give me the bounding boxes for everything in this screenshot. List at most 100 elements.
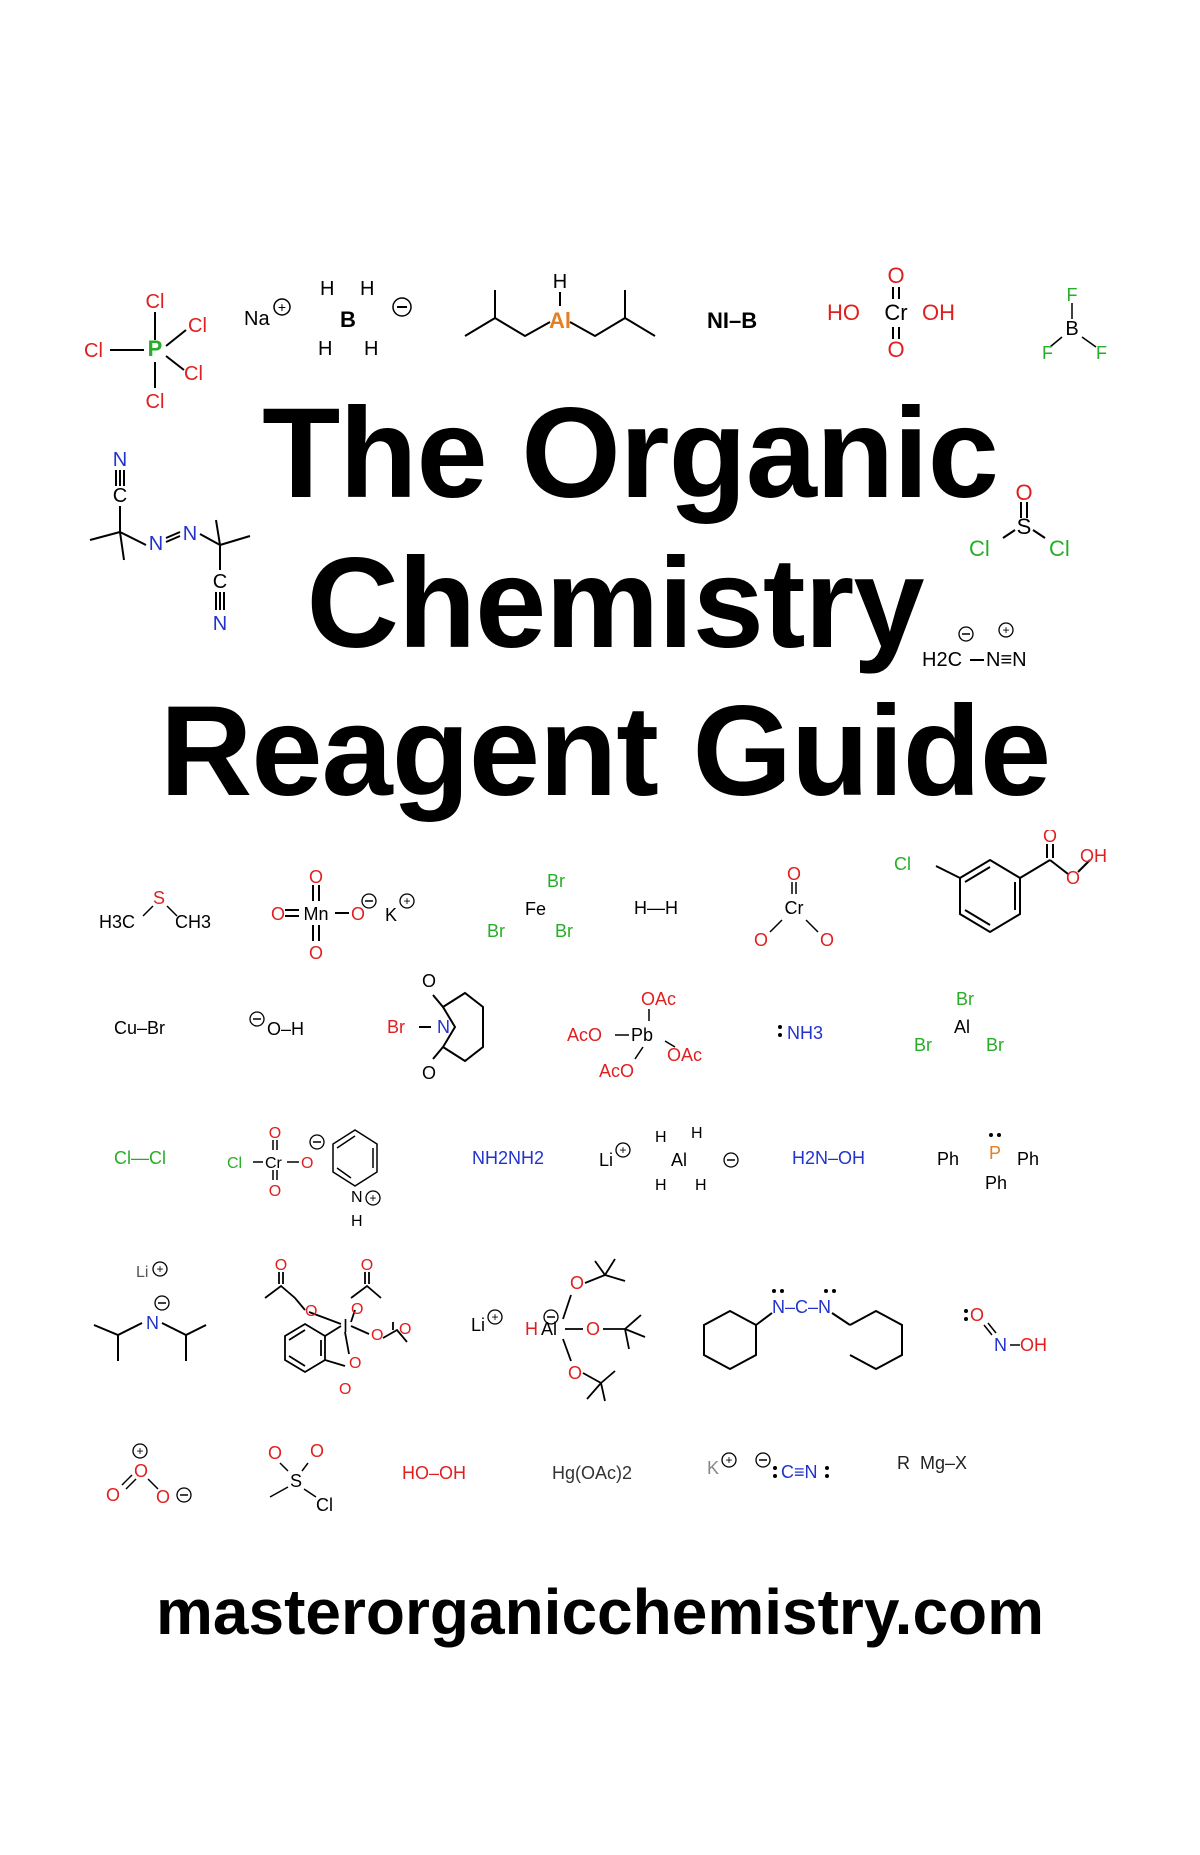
svg-text:Cl: Cl [84, 340, 103, 362]
diazomethane-structure: + H2C N≡N [922, 622, 1027, 671]
svg-text:S: S [153, 888, 165, 908]
svg-text:N–C–N: N–C–N [772, 1297, 831, 1317]
svg-text:CH3: CH3 [175, 912, 211, 932]
svg-text:Fe: Fe [525, 899, 546, 919]
phosphorus-atom: P [148, 336, 163, 361]
aibn-structure: N C N N C N [89, 449, 251, 635]
svg-text:Br: Br [956, 989, 974, 1009]
svg-text:O: O [586, 1319, 600, 1339]
grignard-structure: R Mg–X [897, 1453, 967, 1473]
svg-text:P: P [989, 1143, 1001, 1163]
svg-text:H: H [655, 1177, 667, 1194]
svg-text:H: H [553, 271, 567, 293]
svg-text:Br: Br [487, 921, 505, 941]
svg-text:S: S [290, 1471, 302, 1491]
svg-text:Ph: Ph [1017, 1149, 1039, 1169]
hydroxide-structure: O–H [249, 1011, 304, 1039]
svg-text:O: O [269, 1183, 281, 1200]
svg-text:+: + [136, 1444, 143, 1458]
svg-text:Al: Al [671, 1150, 687, 1170]
h2o2-structure: HO–OH [402, 1463, 466, 1483]
nh3-structure: NH3 [778, 1023, 823, 1043]
svg-text:Al: Al [541, 1319, 557, 1339]
svg-text:Li: Li [136, 1264, 148, 1281]
svg-text:Cl: Cl [188, 315, 207, 337]
svg-text:H: H [351, 1213, 363, 1230]
dibal-structure: H Al [464, 271, 656, 338]
svg-text:Cl: Cl [146, 291, 165, 313]
svg-text:H: H [695, 1177, 707, 1194]
svg-text:O: O [156, 1487, 170, 1507]
svg-text:O: O [305, 1303, 317, 1320]
svg-text:Cl: Cl [184, 363, 203, 385]
svg-text:H: H [525, 1319, 538, 1339]
svg-text:H: H [360, 278, 374, 300]
svg-text:O: O [106, 1485, 120, 1505]
svg-text:Na: Na [244, 308, 270, 330]
svg-text:O: O [371, 1327, 383, 1344]
svg-text:N≡N: N≡N [986, 649, 1027, 671]
svg-text:Li: Li [471, 1315, 485, 1335]
kcn-structure: K + C≡N [707, 1452, 829, 1482]
svg-text:Br: Br [387, 1017, 405, 1037]
nbs-structure: O Br N O [387, 971, 484, 1083]
svg-text:Cr: Cr [884, 300, 907, 325]
svg-text:+: + [156, 1262, 163, 1276]
svg-text:O: O [309, 867, 323, 887]
svg-text:Li: Li [599, 1150, 613, 1170]
svg-text:O: O [399, 1321, 411, 1338]
svg-text:O: O [887, 337, 904, 362]
dmp-structure: O O O O I O O O O [264, 1257, 411, 1398]
svg-text:Cl: Cl [1049, 536, 1070, 561]
lda-structure: Li + N [93, 1261, 207, 1361]
svg-text:O: O [339, 1381, 351, 1398]
svg-text:N: N [437, 1017, 450, 1037]
hydrazine-structure: NH2NH2 [472, 1148, 544, 1168]
hgoac2-structure: Hg(OAc)2 [552, 1463, 632, 1483]
svg-text:+: + [278, 299, 286, 315]
svg-text:HO–OH: HO–OH [402, 1463, 466, 1483]
svg-text:+: + [1002, 623, 1009, 637]
svg-text:Cl: Cl [316, 1495, 333, 1515]
pph3-structure: Ph P Ph Ph [937, 1133, 1039, 1193]
svg-text:Cl: Cl [969, 536, 990, 561]
svg-text:Ph: Ph [937, 1149, 959, 1169]
svg-text:O: O [351, 1301, 363, 1318]
svg-text:+: + [725, 1453, 732, 1467]
svg-text:Cl: Cl [146, 391, 165, 413]
nhb-structure: NI–B [707, 308, 757, 333]
svg-text:N: N [149, 533, 163, 555]
mcpba-structure: Cl O O OH [894, 830, 1107, 934]
svg-text:Al: Al [954, 1017, 970, 1037]
title-line-1: The Organic [262, 382, 999, 525]
svg-text:O: O [268, 1443, 282, 1463]
svg-text:+: + [619, 1143, 626, 1157]
website-url[interactable]: masterorganicchemistry.com [155, 1576, 1045, 1648]
svg-text:N: N [183, 523, 197, 545]
svg-text:HO: HO [827, 300, 860, 325]
svg-text:O: O [887, 265, 904, 288]
svg-text:Cl: Cl [227, 1155, 242, 1172]
svg-text:S: S [1017, 514, 1032, 539]
title-line-3: Reagent Guide [159, 680, 1051, 823]
kmno4-structure: O O Mn O O K + [271, 867, 415, 963]
svg-text:O: O [754, 930, 768, 950]
chromic-acid-structure: O Cr O HO OH [827, 265, 955, 362]
svg-text:K: K [707, 1458, 719, 1478]
svg-text:H: H [364, 338, 378, 360]
febr3-structure: Br Fe Br Br [487, 871, 573, 941]
svg-text:B: B [1065, 318, 1078, 340]
svg-text:AcO: AcO [599, 1061, 634, 1081]
svg-text:OH: OH [1020, 1335, 1047, 1355]
svg-text:O: O [309, 943, 323, 963]
svg-text:OAc: OAc [667, 1045, 702, 1065]
svg-text:NI–B: NI–B [707, 308, 757, 333]
cubr-structure: Cu–Br [114, 1018, 165, 1038]
svg-text:O: O [1066, 868, 1080, 888]
svg-text:C: C [113, 485, 127, 507]
dms-structure: S H3C CH3 [99, 888, 211, 932]
pcl5-structure: P Cl Cl Cl Cl Cl [84, 291, 207, 413]
svg-text:O: O [568, 1363, 582, 1383]
svg-text:Al: Al [549, 308, 571, 333]
svg-text:Br: Br [555, 921, 573, 941]
